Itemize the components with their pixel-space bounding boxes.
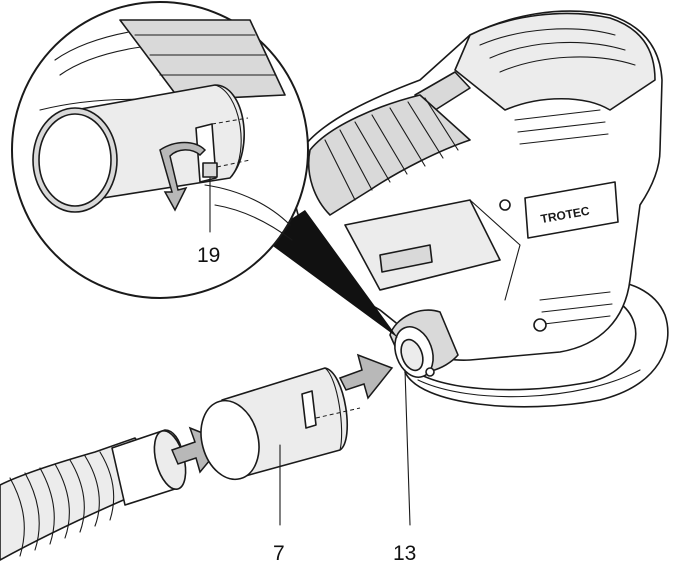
label-19: 19 bbox=[197, 244, 220, 267]
insert-arrow-2 bbox=[338, 353, 394, 400]
grip-ribs bbox=[307, 94, 471, 216]
brand-plate bbox=[524, 181, 619, 239]
zoomed-adapter bbox=[32, 84, 251, 233]
dust-port bbox=[389, 309, 459, 378]
label-13: 13 bbox=[393, 542, 416, 565]
adapter-7 bbox=[200, 367, 361, 526]
grip-rib-lines bbox=[324, 97, 459, 201]
hose-ribs bbox=[9, 451, 115, 557]
side-vents bbox=[514, 109, 613, 325]
hose-assembly bbox=[0, 353, 411, 561]
zoom-cone bbox=[262, 210, 398, 338]
label-7: 7 bbox=[273, 542, 285, 565]
latch-key bbox=[202, 162, 218, 178]
orbital-sander: TROTEC bbox=[293, 10, 669, 408]
rotate-arrow bbox=[159, 141, 207, 212]
detail-callout bbox=[11, 1, 398, 338]
motor-cover bbox=[454, 12, 656, 111]
sanding-pad bbox=[404, 280, 669, 408]
